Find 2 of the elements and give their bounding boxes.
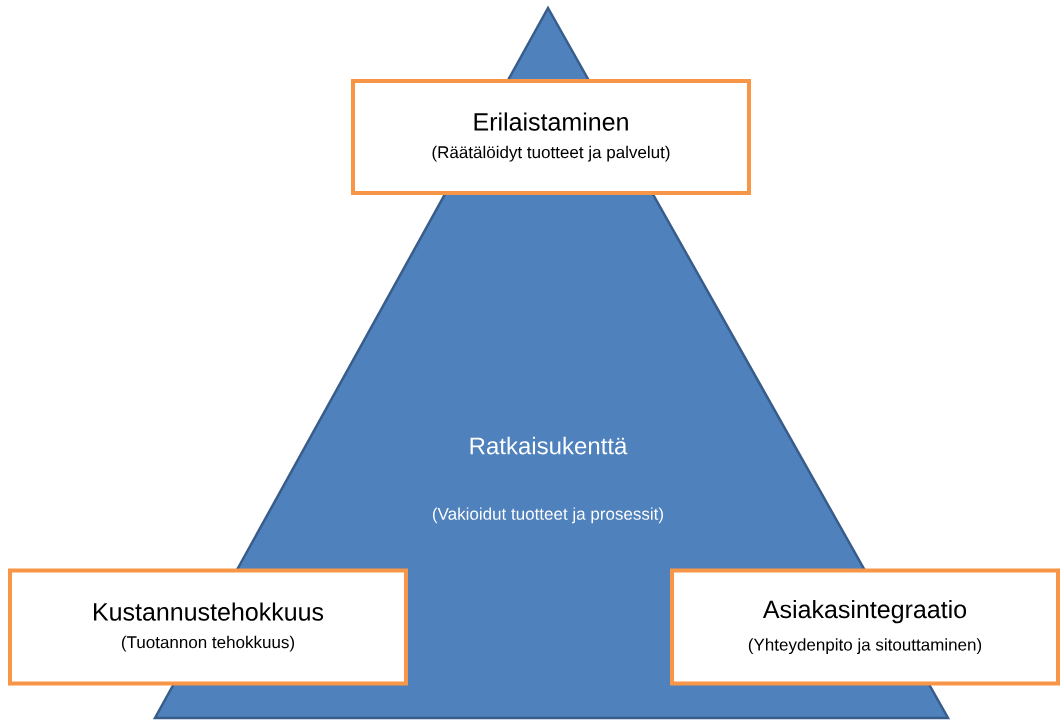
text-box: Kustannustehokkuus (Tuotannon tehokkuus): [8, 568, 408, 686]
text-box: Asiakasintegraatio (Yhteydenpito ja sitouttaminen): [670, 568, 1060, 686]
